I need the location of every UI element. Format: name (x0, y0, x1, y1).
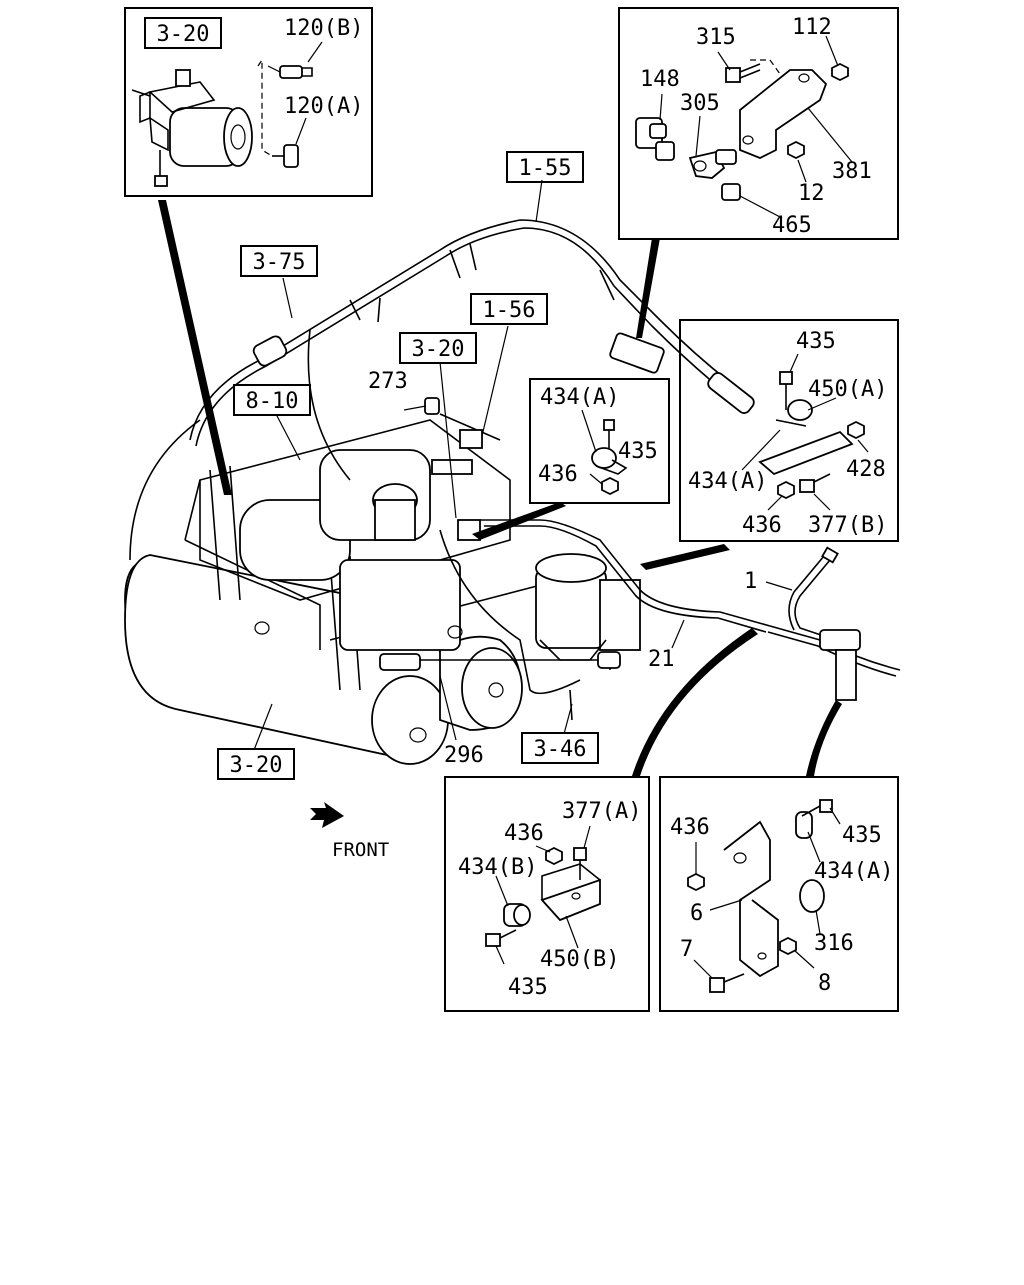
fitting-120a-illustration (272, 144, 299, 168)
label-316-bottom-right: 316 (814, 931, 854, 956)
front-label: FRONT (332, 839, 389, 861)
label-436-bottom: 436 (504, 821, 544, 846)
callout-wedge-center (472, 502, 566, 540)
svg-text:3-46: 3-46 (534, 737, 587, 762)
callout-wedge-top-left (158, 200, 232, 495)
label-434a-right: 434(A) (688, 469, 767, 494)
inset-bottom-right (659, 776, 899, 1012)
ref-box-3-20-top[interactable]: 3-20 (144, 17, 222, 49)
label-435-bottom: 435 (508, 975, 548, 1000)
label-428-right: 428 (846, 457, 886, 482)
nut-112-illustration (831, 62, 849, 82)
bracket-381-illustration (739, 69, 828, 159)
label-450a-right: 450(A) (808, 377, 887, 402)
bracket-6-illustration (687, 799, 833, 993)
ref-box-8-10[interactable]: 8-10 (233, 384, 311, 416)
ref-box-3-46[interactable]: 3-46 (521, 732, 599, 764)
label-435-right: 435 (796, 329, 836, 354)
bolt-315-illustration (725, 63, 761, 83)
inset-top-right (618, 7, 899, 240)
label-6-bottom-right: 6 (690, 901, 703, 926)
ref-box-1-56[interactable]: 1-56 (470, 293, 548, 325)
nut-12-illustration (787, 140, 805, 160)
plug-465-illustration (721, 183, 741, 201)
tee-305-illustration (688, 149, 737, 179)
label-12: 12 (798, 181, 825, 206)
ref-box-1-55[interactable]: 1-55 (506, 151, 584, 183)
label-305: 305 (680, 91, 720, 116)
label-21: 21 (648, 647, 675, 672)
label-296: 296 (444, 743, 484, 768)
label-273: 273 (368, 369, 408, 394)
svg-text:3-75: 3-75 (253, 250, 306, 275)
label-377a-bottom: 377(A) (562, 799, 641, 824)
inset-center (529, 378, 670, 504)
label-377b-right: 377(B) (808, 513, 887, 538)
clamp-434a-center-illustration (591, 419, 628, 496)
label-7-bottom-right: 7 (680, 937, 693, 962)
callout-wedge-bottom-center (632, 628, 758, 776)
label-120b: 120(B) (284, 16, 363, 41)
svg-text:3-20: 3-20 (412, 337, 465, 362)
label-465: 465 (772, 213, 812, 238)
main-assembly-illustration (124, 219, 901, 765)
label-1: 1 (744, 569, 757, 594)
svg-text:3-20: 3-20 (157, 22, 210, 47)
label-120a: 120(A) (284, 94, 363, 119)
label-148: 148 (640, 67, 680, 92)
svg-text:1-55: 1-55 (519, 156, 572, 181)
svg-text:8-10: 8-10 (246, 389, 299, 414)
front-direction-indicator: FRONT (310, 802, 389, 861)
label-436-bottom-right: 436 (670, 815, 710, 840)
callout-wedge-right (640, 544, 730, 570)
label-450b-bottom: 450(B) (540, 947, 619, 972)
ref-box-3-20-bottom[interactable]: 3-20 (217, 748, 295, 780)
svg-text:1-56: 1-56 (483, 298, 536, 323)
label-435-bottom-right: 435 (842, 823, 882, 848)
inset-right (679, 319, 899, 542)
valve-assembly-illustration (131, 69, 253, 187)
callout-wedge-top-right (636, 238, 660, 338)
label-381: 381 (832, 159, 872, 184)
label-435-center: 435 (618, 439, 658, 464)
svg-text:3-20: 3-20 (230, 753, 283, 778)
label-112: 112 (792, 15, 832, 40)
label-434b-bottom: 434(B) (458, 855, 537, 880)
label-434a-center: 434(A) (540, 385, 619, 410)
ref-box-3-20-mid[interactable]: 3-20 (399, 332, 477, 364)
inset-bottom-center (444, 776, 650, 1012)
inset-top-left (124, 7, 373, 197)
arrow-right-down-icon (310, 802, 344, 828)
label-436-center: 436 (538, 462, 578, 487)
ref-box-3-75[interactable]: 3-75 (240, 245, 318, 277)
bracket-450a-illustration (758, 371, 865, 500)
label-315: 315 (696, 25, 736, 50)
fitting-148-illustration (635, 117, 675, 161)
label-434a-bottom-right: 434(A) (814, 859, 893, 884)
fitting-120b-illustration (279, 65, 313, 79)
label-8-bottom-right: 8 (818, 971, 831, 996)
label-436-right: 436 (742, 513, 782, 538)
callout-wedge-bottom-right (806, 700, 842, 776)
